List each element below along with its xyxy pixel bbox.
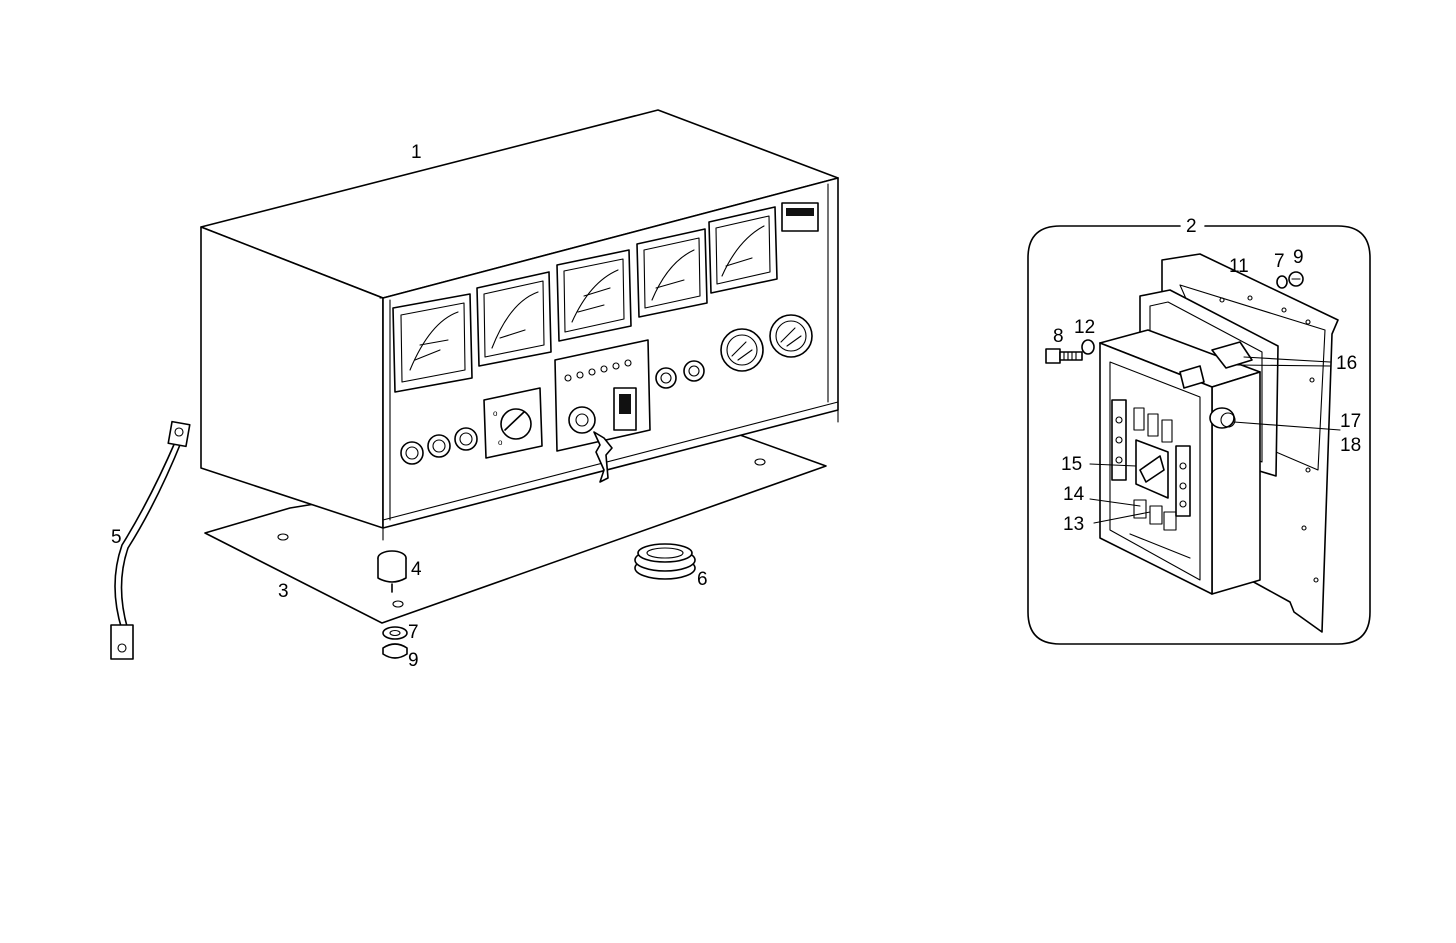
meter-2 bbox=[476, 271, 552, 367]
callout-8: 8 bbox=[1053, 326, 1064, 347]
enclosure-side bbox=[1211, 371, 1261, 595]
callout-13: 13 bbox=[1063, 514, 1084, 535]
main-callouts: 1 3 4 5 6 7 9 bbox=[111, 142, 708, 671]
callout-15: 15 bbox=[1061, 454, 1082, 475]
callout-7-detail: 7 bbox=[1274, 251, 1285, 272]
callout-2: 2 bbox=[1186, 216, 1197, 237]
callout-16: 16 bbox=[1336, 353, 1357, 374]
callout-18: 18 bbox=[1340, 435, 1361, 456]
callout-9-detail: 9 bbox=[1293, 247, 1304, 268]
callout-4: 4 bbox=[411, 559, 422, 580]
base-plate bbox=[204, 434, 827, 624]
callout-12: 12 bbox=[1074, 317, 1095, 338]
screw-washer bbox=[1081, 339, 1095, 355]
callout-1: 1 bbox=[411, 142, 422, 163]
callout-3: 3 bbox=[278, 581, 289, 602]
control-module bbox=[554, 339, 651, 483]
circuit-breaker bbox=[1135, 439, 1169, 499]
grommet bbox=[634, 543, 696, 580]
selector-switch: o o bbox=[483, 387, 543, 459]
callout-5: 5 bbox=[111, 527, 122, 548]
callout-17: 17 bbox=[1340, 411, 1361, 432]
washer bbox=[382, 626, 408, 640]
meter-1 bbox=[392, 293, 473, 393]
left-knobs bbox=[400, 427, 478, 465]
callout-6: 6 bbox=[697, 569, 708, 590]
rubber-mount bbox=[377, 550, 407, 593]
detail-callouts: 2 11 7 9 8 12 16 17 18 15 14 13 bbox=[1053, 216, 1361, 535]
ground-strap bbox=[110, 420, 191, 660]
callout-11: 11 bbox=[1229, 256, 1249, 277]
nut bbox=[382, 643, 408, 659]
callout-7: 7 bbox=[408, 622, 419, 643]
detail-view bbox=[1027, 225, 1371, 645]
screw bbox=[1045, 348, 1083, 364]
control-box: o o bbox=[110, 109, 839, 660]
meter-5 bbox=[708, 206, 778, 294]
callout-14: 14 bbox=[1063, 484, 1085, 505]
meter-3 bbox=[556, 249, 632, 342]
callout-9: 9 bbox=[408, 650, 419, 671]
hour-counter bbox=[781, 202, 819, 232]
meter-4 bbox=[636, 228, 708, 318]
indicator-lamp bbox=[1209, 407, 1236, 429]
svg-text:o: o bbox=[498, 438, 503, 447]
svg-text:o: o bbox=[493, 409, 498, 418]
detail-frame bbox=[1027, 225, 1371, 645]
round-gauges bbox=[720, 314, 813, 372]
ignition-key bbox=[593, 431, 613, 483]
